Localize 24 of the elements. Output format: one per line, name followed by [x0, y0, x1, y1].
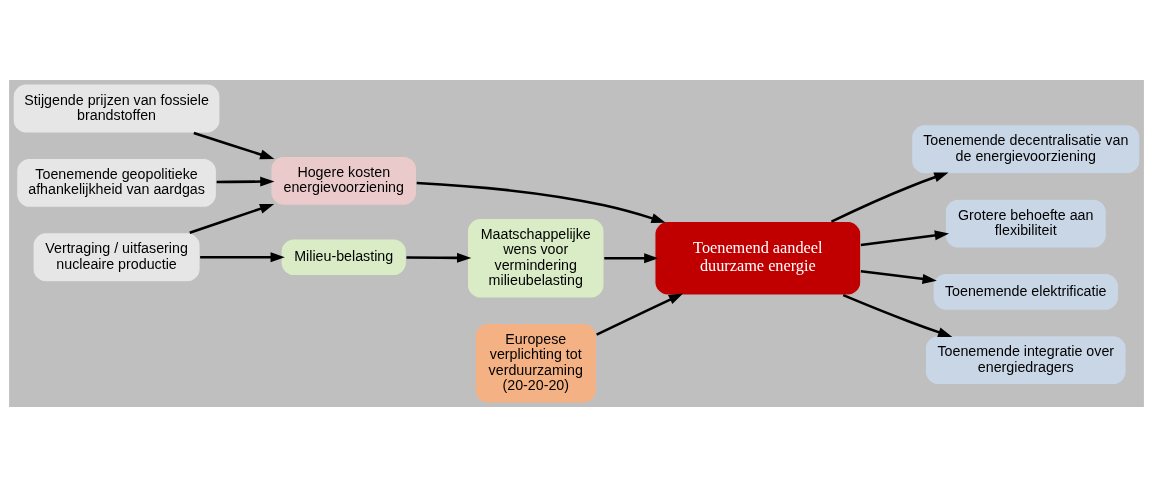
arrow: [416, 181, 666, 224]
node-box: Vertraging / uitfasering nucleaire productie: [32, 232, 201, 283]
node-box: Maatschappelijke wens voor vermindering milieubelasting: [467, 218, 605, 299]
arrow: [596, 293, 684, 336]
node-box: Stijgende prijzen van fossiele brandstoffen: [12, 83, 221, 134]
arrow: [406, 252, 472, 263]
node-box: Hogere kosten energievoorziening: [270, 155, 418, 206]
node-box: Europese verplichting tot verduurzaming (20-20-20): [474, 322, 597, 404]
arrow: [830, 172, 949, 223]
arrow: [860, 269, 937, 284]
node-box: Toenemend aandeel duurzame energie: [654, 221, 862, 296]
arrow: [842, 293, 953, 337]
node-box: Toenemende decentralisatie van de energievoorziening: [911, 124, 1141, 175]
arrow: [860, 230, 950, 247]
node-box: Milieu-belasting: [280, 238, 407, 277]
arrow: [604, 253, 659, 264]
node-box: Grotere behoefte aan flexibiliteit: [944, 198, 1107, 249]
arrow: [216, 176, 275, 187]
arrow: [200, 252, 285, 263]
node-box: Toenemende elektrificatie: [932, 273, 1119, 311]
arrow: [189, 203, 275, 234]
arrow: [193, 131, 275, 160]
node-box: Toenemende integratie over energiedragers: [924, 335, 1127, 386]
node-box: Toenemende geopolitieke afhankelijkheid van aardgas: [16, 157, 217, 208]
